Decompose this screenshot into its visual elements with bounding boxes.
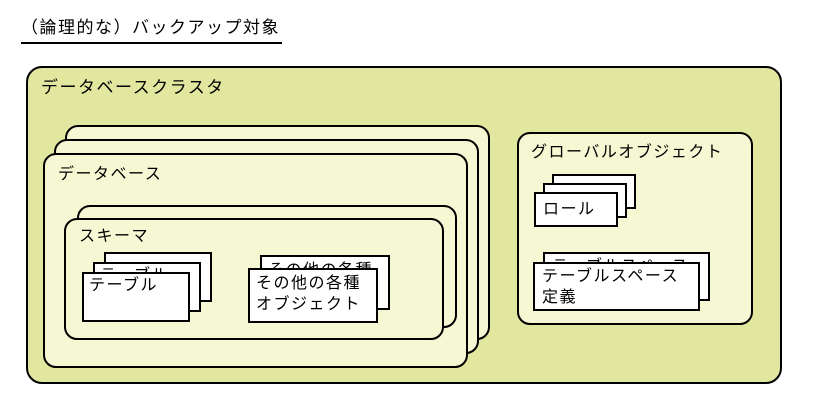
- schema-label: スキーマ: [79, 228, 150, 245]
- other-objects-label-line2: オブジェクト: [256, 296, 362, 313]
- table-box-front: テーブル: [82, 272, 190, 322]
- database-label: データベース: [58, 166, 163, 183]
- role-label: ロール: [543, 201, 596, 218]
- global-objects-label: グローバルオブジェクト: [531, 144, 724, 161]
- tablespace-box-front: テーブルスペース 定義: [533, 262, 700, 311]
- tablespace-label-line1: テーブルスペース: [542, 268, 680, 285]
- database-cluster-label: データベースクラスタ: [41, 78, 225, 97]
- tablespace-label-line2: 定義: [542, 289, 578, 306]
- other-objects-box-front: その他の各種 オブジェクト: [248, 268, 378, 323]
- role-box-front: ロール: [534, 192, 618, 227]
- table-label: テーブル: [89, 277, 159, 294]
- other-objects-label-line1: その他の各種: [256, 275, 362, 292]
- page-title: （論理的な）バックアップ対象: [21, 13, 282, 44]
